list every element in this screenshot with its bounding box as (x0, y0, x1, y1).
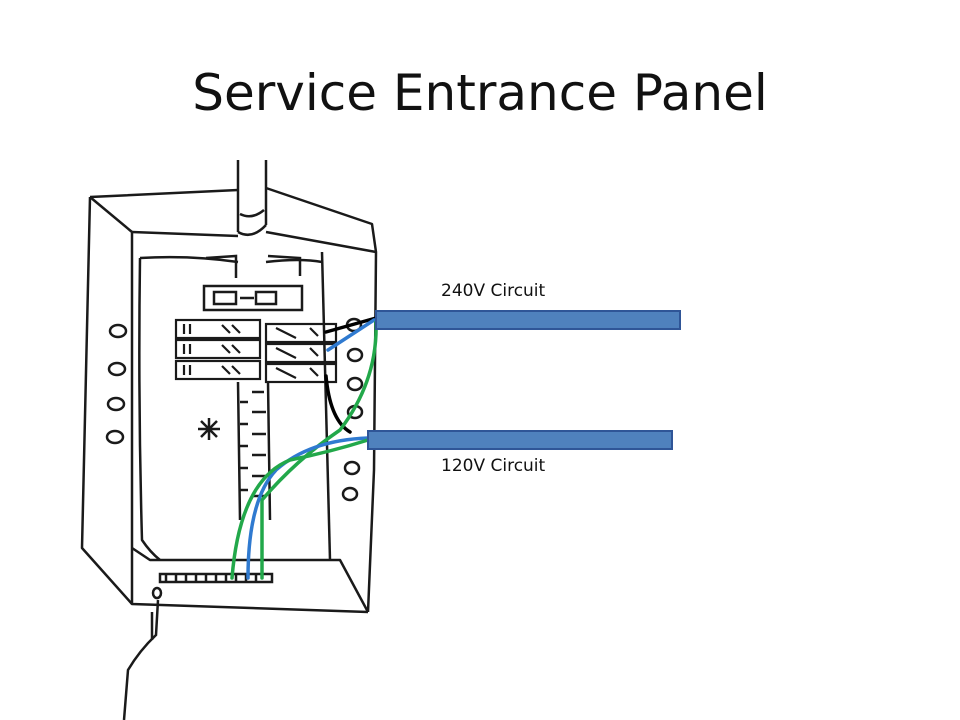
slide-title: Service Entrance Panel (192, 64, 768, 122)
label-240v-circuit: 240V Circuit (441, 281, 546, 301)
ground-wire (122, 599, 160, 720)
cable-240v (375, 310, 681, 330)
cable-120v (367, 430, 673, 450)
main-breaker (202, 254, 304, 312)
wires-240v (260, 316, 378, 580)
panel-enclosure (80, 186, 378, 614)
wires-120v (230, 436, 370, 580)
left-knockouts (105, 323, 128, 445)
bus-bar (236, 381, 272, 521)
neutral-bar (151, 572, 274, 600)
branch-breakers (174, 318, 338, 384)
service-conduit (236, 160, 268, 237)
label-120v-circuit: 120V Circuit (441, 456, 546, 476)
ground-symbol-icon (198, 418, 220, 440)
